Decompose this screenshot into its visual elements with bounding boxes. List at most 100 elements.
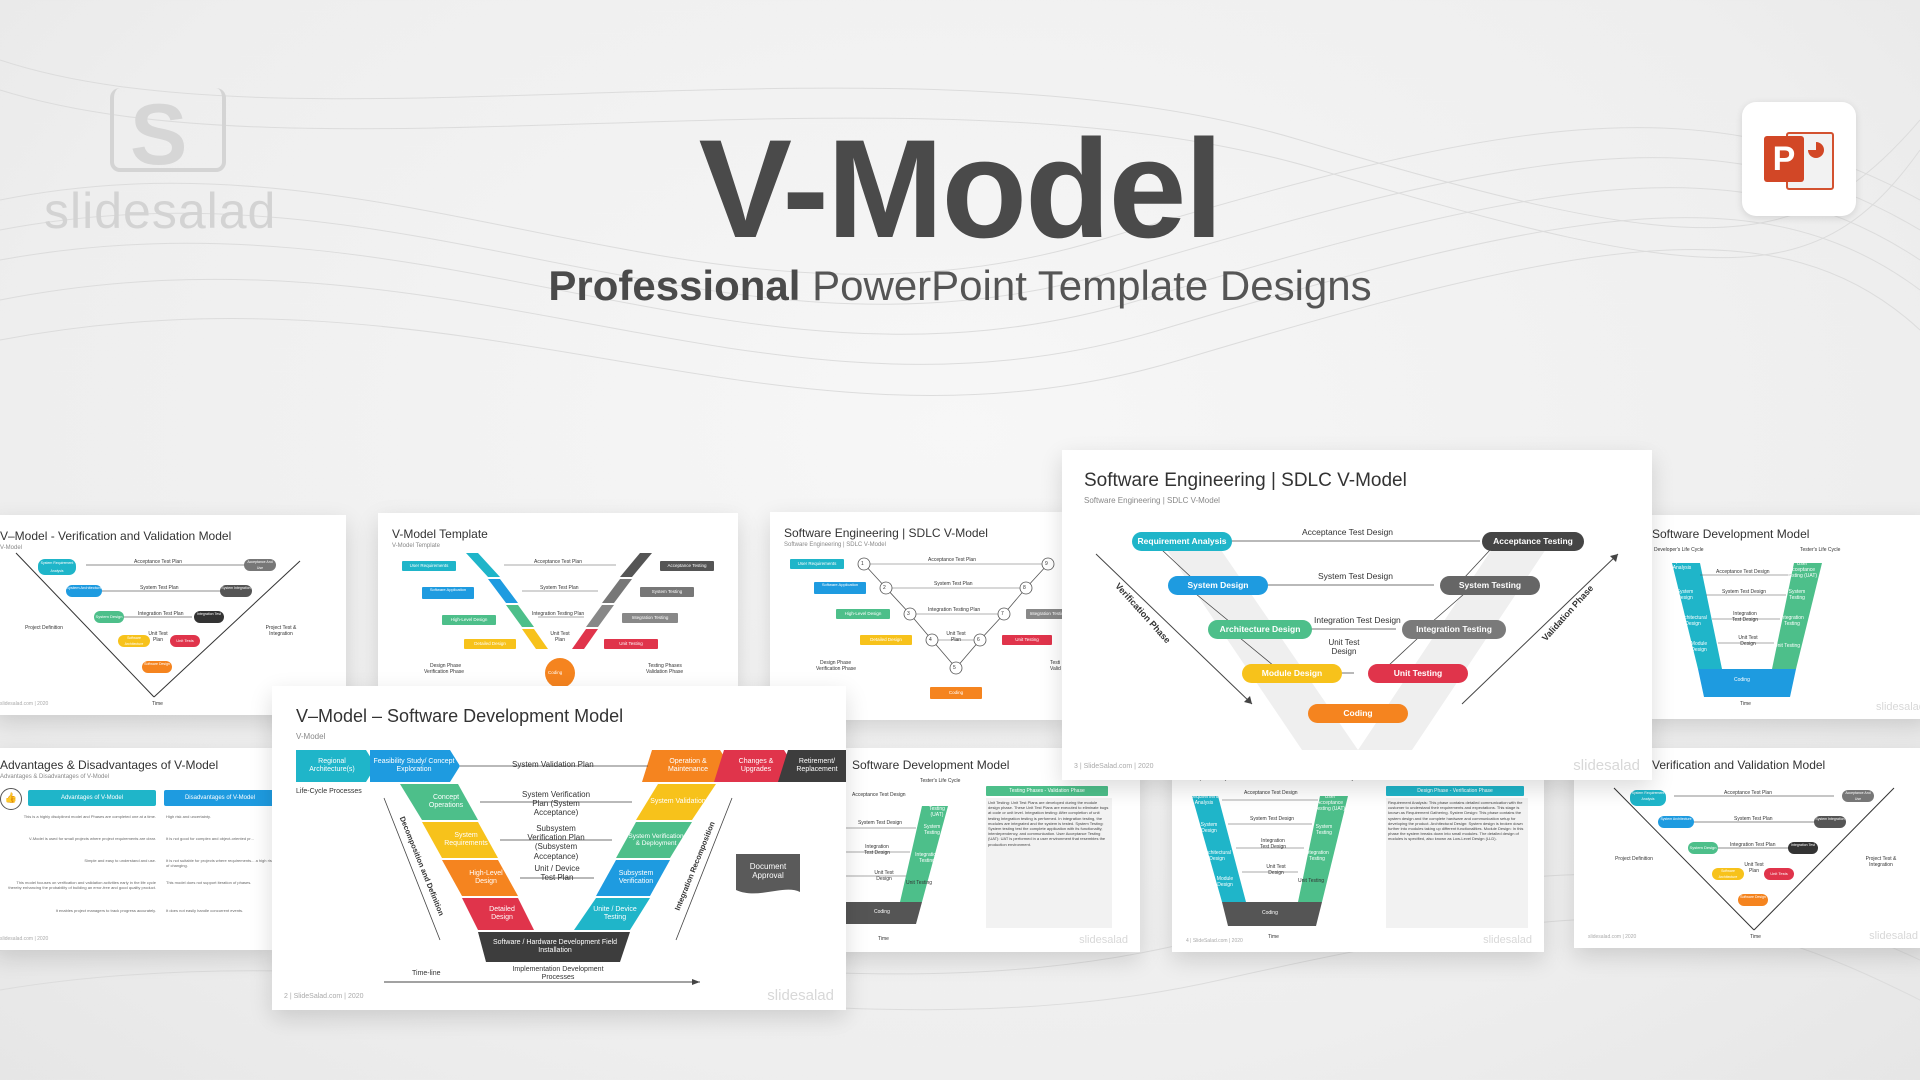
box-software-application: Software Application (422, 587, 474, 599)
box-acceptance-testing: Acceptance Testing (660, 561, 714, 571)
node-unit-tests: Unit Tests (1764, 868, 1794, 880)
ppt-pie-shape (1808, 142, 1824, 158)
label-unit-test-design: Unit Test Design (874, 870, 894, 882)
slide-footer: slidesalad.com | 2020 (0, 701, 49, 707)
box-software-application: Software Application (814, 582, 866, 594)
label-coding: Coding (548, 670, 563, 675)
pill-system-design: System Design (1168, 576, 1268, 595)
label-system-test-design: System Test Design (1250, 816, 1295, 822)
slide-title: Software Engineering | SDLC V-Model (784, 526, 988, 540)
label-verification-phase: Verification Phase (816, 666, 857, 672)
slide-footer: 2 | SlideSalad.com | 2020 (284, 993, 364, 1000)
label-architectural-design: Architectural Design (1203, 850, 1231, 862)
slide-thumb-testing-phases[interactable]: Software Development Model Tester's Life… (826, 748, 1140, 952)
slide-thumb-vmodel-template[interactable]: V-Model Template V-Model Template User R… (378, 513, 738, 688)
label-system-design: System Design (1200, 822, 1218, 834)
pill-system-testing: System Testing (1440, 576, 1540, 595)
label-subsystem-verification-plan: Subsystem Verification Plan (Subsystem A… (527, 824, 585, 861)
disadvantage-item: This model does not support iteration of… (166, 880, 252, 885)
slide-featured-sdlc[interactable]: Software Engineering | SDLC V-Model Soft… (1062, 450, 1652, 780)
slide-thumb-vv-model-right[interactable]: Verification and Validation Model System… (1574, 748, 1920, 948)
slide-title: V-Model Template (392, 527, 488, 541)
slide-title: Verification and Validation Model (1652, 758, 1826, 772)
slidesalad-logo: S slidesalad (44, 86, 284, 246)
label-time: Time (1740, 701, 1751, 707)
pill-module-design: Module Design (1242, 664, 1342, 683)
label-time: Time (1750, 934, 1761, 940)
thumbs-up-icon: 👍 (0, 788, 22, 810)
label-verification-phase: Verification Phase (424, 669, 465, 675)
label-validation: Valid (1050, 666, 1061, 672)
label-system-test-design: System Test Design (1318, 571, 1393, 581)
box-changes-upgrades: Changes & Upgrades (738, 758, 774, 773)
watermark: slidesalad (1483, 934, 1532, 946)
node-system-architecture: System Architecture (1658, 816, 1694, 828)
watermark: slidesalad (1079, 934, 1128, 946)
subtitle-rest: PowerPoint Template Designs (800, 262, 1372, 309)
slide-subtitle: V-Model Template (392, 543, 440, 549)
pill-architecture-design: Architecture Design (1208, 620, 1312, 639)
label-testing: Testi (1050, 660, 1061, 666)
label-uat: User Acceptance Testing (UAT) (1786, 561, 1818, 579)
box-integration-testing: Integration Testing (1026, 609, 1070, 619)
label-integration-testing: Integration Testing (1780, 615, 1804, 627)
box-integration-testing: Integration Testing (622, 613, 678, 623)
node-system-requirement: System Requirement Analysis (1630, 790, 1666, 806)
label-unit-test-plan: Unit Test Plan (946, 631, 966, 643)
slide-title: Software Development Model (1652, 527, 1810, 541)
label-project-definition: Project Definition (1615, 856, 1653, 862)
slide-thumb-vv-model-left[interactable]: V–Model - Verification and Validation Mo… (0, 515, 346, 715)
node-unit-tests: Unit Tests (170, 635, 200, 647)
slide-featured-software-development[interactable]: V–Model – Software Development Model V-M… (272, 686, 846, 1010)
v-arrows-diagram (466, 553, 652, 688)
label-project-test: Project Test & Integration (1865, 856, 1897, 868)
label-integration-test-design: Integration Test Design (863, 844, 891, 856)
v-diagram (15, 552, 301, 698)
label-integration-testing: Integration Testing (915, 852, 939, 864)
box-detailed-design: Detailed Design (464, 639, 516, 649)
slide-thumb-design-phase[interactable]: Developer's Life Cycle Tester's Life Cyc… (1172, 748, 1544, 952)
label-acceptance-test-design: Acceptance Test Design (1244, 790, 1298, 796)
label-implementation-processes: Implementation Development Processes (512, 966, 604, 982)
box-user-requirements: User Requirements (402, 561, 456, 571)
label-integration-testing-plan: Integration Testing Plan (532, 611, 585, 617)
slide-thumb-software-dev-right[interactable]: Software Development Model Developer's L… (1640, 515, 1920, 719)
pill-coding: Coding (1308, 704, 1408, 723)
label-integration-test-design: Integration Test Design (1314, 615, 1401, 625)
header-advantages: Advantages of V-Model (28, 790, 156, 806)
box-regional-architecture: Regional Architecture(s) (309, 758, 355, 773)
node-system-integration: System Integration (1814, 816, 1846, 828)
label-system-test-plan: System Test Plan (540, 585, 579, 591)
label-coding: Coding (874, 909, 890, 915)
label-module-design: Module Design (1216, 876, 1234, 888)
label-unit-testing: Unit Testing (1298, 878, 1325, 884)
pill-requirement-analysis: Requirement Analysis (1132, 532, 1232, 551)
box-coding: Coding (930, 687, 982, 699)
page-subtitle: Professional PowerPoint Template Designs (0, 262, 1920, 310)
slide-footer: 4 | SlideSalad.com | 2020 (1186, 938, 1243, 944)
step-number: 2 (883, 585, 886, 591)
label-integration-test-plan: Integration Test Plan (138, 611, 184, 617)
label-acceptance-test-design: Acceptance Test Design (852, 792, 906, 798)
label-module-design: Module Design (1690, 641, 1708, 653)
advantage-item: It enables project managers to track pro… (55, 908, 156, 913)
disadvantage-item: It is not good for complex and object-or… (166, 836, 254, 841)
node-integration-test: Integration Test (194, 611, 224, 623)
slide-thumb-advantages[interactable]: Advantages & Disadvantages of V-Model Ad… (0, 748, 276, 950)
header-disadvantages: Disadvantages of V-Model (164, 790, 276, 806)
slide-thumb-sdlc-numbered[interactable]: Software Engineering | SDLC V-Model Soft… (770, 512, 1070, 720)
label-developers-life-cycle: Developer's Life Cycle (1654, 547, 1704, 553)
label-system-verification-plan: System Verification Plan (System Accepta… (521, 790, 591, 818)
slide-title: Advantages & Disadvantages of V-Model (0, 758, 219, 772)
advantages-list: This is a highly disciplined model and P… (6, 814, 156, 930)
box-system-requirements: System Requirements (444, 832, 488, 847)
box-field-installation: Software / Hardware Development Field In… (492, 939, 618, 954)
watermark: slidesalad (1869, 930, 1918, 942)
node-software-design: Software Design (142, 661, 172, 673)
label-acceptance-test-plan: Acceptance Test Plan (134, 559, 182, 565)
label-system-testing: System Testing (1315, 824, 1333, 836)
v-diagram (296, 750, 846, 985)
box-system-testing: System Testing (640, 587, 694, 597)
label-lifecycle-processes: Life-Cycle Processes (296, 788, 362, 795)
label-acceptance-test-design: Acceptance Test Design (1716, 569, 1770, 575)
